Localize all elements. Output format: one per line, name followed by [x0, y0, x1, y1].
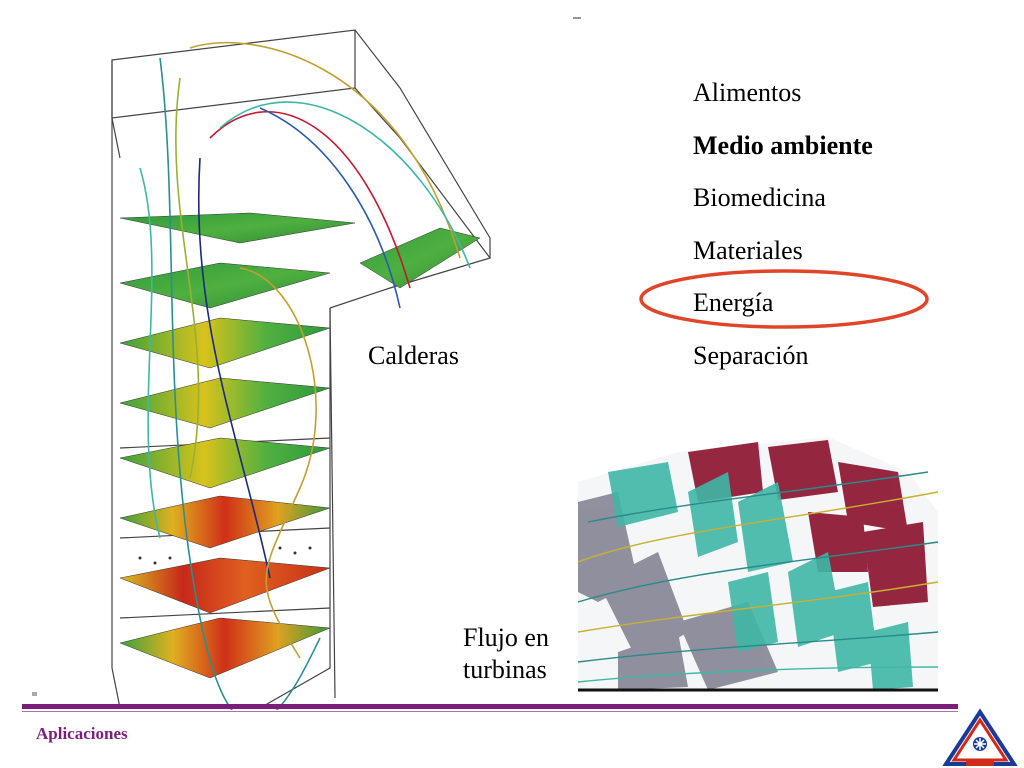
footer-title: Aplicaciones	[36, 724, 128, 743]
turbine-label-line2: turbinas	[463, 655, 547, 684]
topic-item: Materiales	[693, 235, 803, 265]
topic-list: Alimentos Medio ambiente Biomedicina Mat…	[693, 76, 873, 391]
footer-divider	[22, 704, 958, 709]
corner-mark	[573, 17, 581, 19]
metrology-logo-icon	[942, 708, 1018, 766]
red-ellipse-icon	[639, 269, 929, 329]
corner-mark	[32, 692, 37, 696]
topic-item: Separación	[693, 340, 809, 370]
topic-item: Biomedicina	[693, 183, 826, 212]
topic-item: Alimentos	[693, 78, 802, 107]
boiler-cfd-image	[111, 29, 491, 710]
topic-item: Medio ambiente	[693, 130, 873, 160]
topic-item-highlighted: Energía	[693, 288, 774, 317]
turbine-label-line1: Flujo en	[463, 623, 549, 652]
turbine-flow-image	[578, 432, 942, 700]
turbine-label: Flujo en turbinas	[463, 622, 549, 686]
footer-divider-thin	[22, 711, 958, 712]
boiler-label: Calderas	[368, 341, 459, 370]
